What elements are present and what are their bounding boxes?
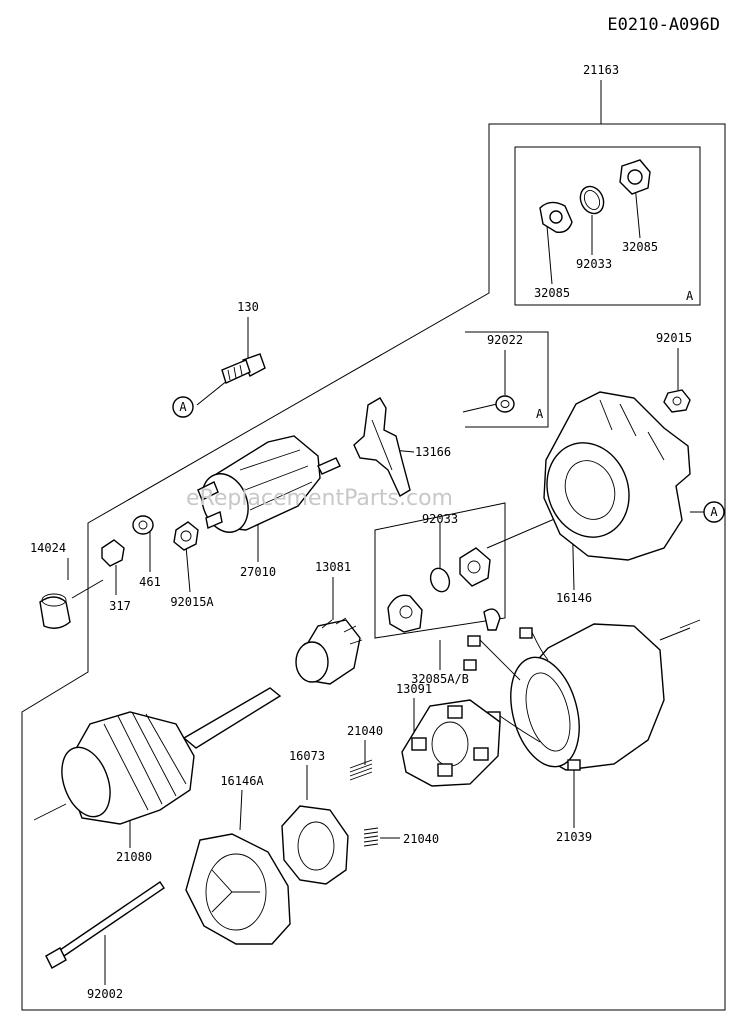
assembly-boundary	[21, 123, 726, 1011]
bolt-130	[221, 353, 266, 384]
label-14024: 14024	[30, 541, 66, 555]
label-21039: 21039	[556, 830, 592, 844]
kit-box-92033	[374, 502, 506, 639]
springs-21040	[349, 759, 379, 847]
kit-box-92022	[465, 331, 549, 428]
kit-a-parts	[539, 159, 651, 233]
label-32085-b: 32085	[534, 286, 570, 300]
label-92015: 92015	[656, 331, 692, 345]
label-16146: 16146	[556, 591, 592, 605]
svg-text:A: A	[179, 400, 187, 414]
label-27010: 27010	[240, 565, 276, 579]
yoke-21039	[463, 608, 691, 771]
label-130: 130	[237, 300, 259, 314]
lever-13166	[353, 397, 411, 498]
diagram-code: E0210-A096D	[607, 15, 720, 35]
label-16073: 16073	[289, 749, 325, 763]
washer-92022	[495, 395, 515, 413]
label-13166: 13166	[415, 445, 451, 459]
through-bolt-92002	[45, 881, 165, 969]
label-461: 461	[139, 575, 161, 589]
small-hardware	[39, 515, 199, 629]
kit-box-92022-letter: A	[536, 407, 544, 421]
svg-text:A: A	[710, 505, 718, 519]
label-21040-b: 21040	[403, 832, 439, 846]
label-21040-a: 21040	[347, 724, 383, 738]
label-13091: 13091	[396, 682, 432, 696]
part-labels: 21163 32085 92033 32085 130 92022 92015 …	[30, 63, 692, 1001]
watermark: eReplacementParts.com	[186, 486, 453, 511]
label-16146A: 16146A	[220, 774, 264, 788]
label-21163: 21163	[583, 63, 619, 77]
label-92033-a: 92033	[576, 257, 612, 271]
armature-21080	[33, 619, 701, 825]
nut-92015	[663, 389, 691, 413]
label-32085-a: 32085	[622, 240, 658, 254]
plate-16073	[281, 805, 349, 885]
label-21080: 21080	[116, 850, 152, 864]
label-92022: 92022	[487, 333, 523, 347]
label-92002: 92002	[87, 987, 123, 1001]
brush-holder-13091	[401, 699, 501, 787]
kit-box-a-letter: A	[686, 289, 694, 303]
label-92033-b: 92033	[422, 512, 458, 526]
pinion-13081	[295, 617, 363, 685]
label-13081: 13081	[315, 560, 351, 574]
kit-box-a	[514, 146, 701, 306]
housing-16146	[543, 391, 691, 561]
label-32085AB: 32085A/B	[411, 672, 469, 686]
label-317: 317	[109, 599, 131, 613]
callout-a-left: A	[172, 396, 194, 418]
callout-a-right: A	[703, 501, 725, 523]
solenoid-27010	[197, 435, 341, 533]
bearing-group	[387, 547, 491, 633]
rear-cover-16146A	[185, 833, 291, 945]
label-92015A: 92015A	[170, 595, 214, 609]
